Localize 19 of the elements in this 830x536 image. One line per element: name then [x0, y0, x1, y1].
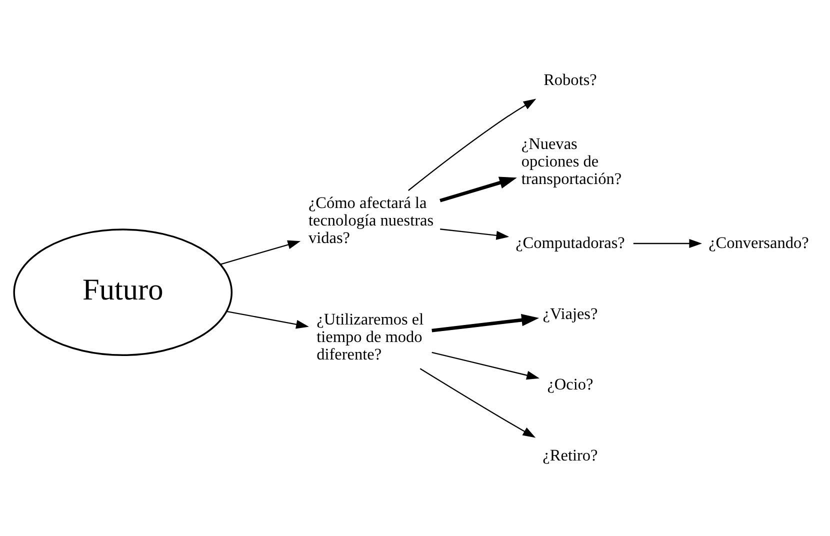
- node-text: Robots?: [543, 69, 596, 88]
- node-text: ¿Viajes?: [542, 303, 598, 322]
- arrow: [439, 176, 516, 202]
- arrow: [431, 351, 539, 380]
- node-text: ¿Retiro?: [542, 445, 598, 464]
- node-ellipse: Futuro: [12, 228, 232, 356]
- node-text: ¿Cómo afectará la tecnología nuestras vidas?: [308, 192, 434, 247]
- node-text: ¿Computadoras?: [515, 232, 624, 252]
- node-text: ¿Conversando?: [708, 232, 808, 252]
- arrow: [431, 313, 539, 332]
- node-text: ¿Ocio?: [546, 374, 593, 394]
- node-text: ¿Utilizaremos el tiempo de modo diferente?: [316, 309, 424, 363]
- arrow: [632, 238, 702, 248]
- arrow: [226, 310, 308, 328]
- arrow: [419, 368, 536, 438]
- arrow: [440, 228, 509, 240]
- arrow: [408, 98, 536, 190]
- arrow: [220, 240, 300, 264]
- node-text: ¿Nuevas opciones de transportación?: [520, 133, 622, 188]
